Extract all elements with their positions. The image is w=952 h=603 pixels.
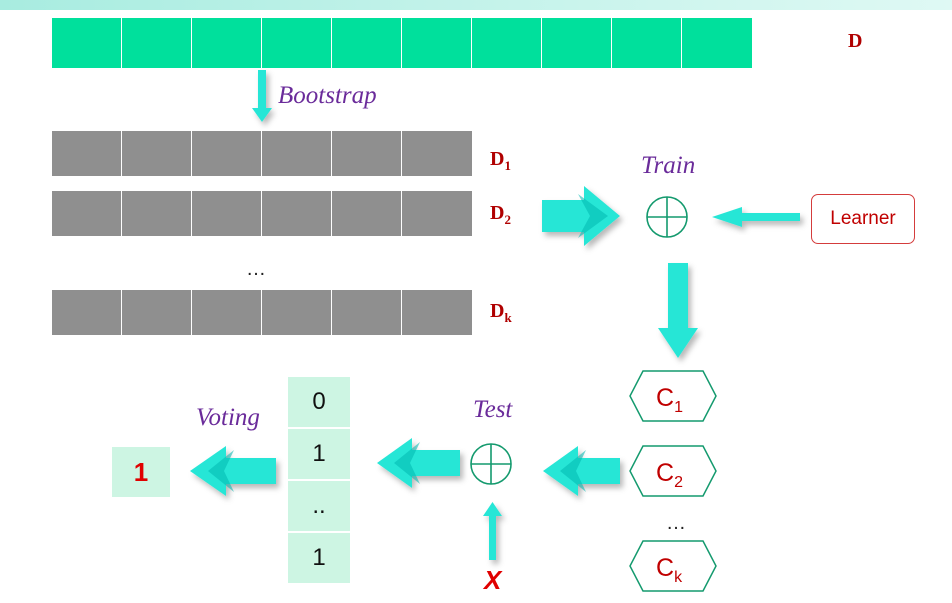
samples-to-train-arrow xyxy=(542,186,620,246)
learner-label: Learner xyxy=(830,208,896,229)
sample-label-k: Dk xyxy=(490,300,512,326)
dataset-cell xyxy=(122,18,192,68)
vote-cell: .. xyxy=(288,481,350,531)
vote-result: 1 xyxy=(112,447,170,497)
train-label: Train xyxy=(641,152,696,179)
classifiers-to-test-arrow xyxy=(543,446,620,496)
classifiers-ellipsis: … xyxy=(666,512,686,534)
sample-label-1: D1 xyxy=(490,148,511,174)
sample-cell xyxy=(402,290,472,335)
vote-column: 0 1 .. 1 xyxy=(288,377,350,585)
samples-ellipsis: … xyxy=(246,258,266,280)
top-banner xyxy=(0,0,952,10)
votes-to-result-chevron xyxy=(208,450,234,492)
sample-cell xyxy=(52,131,122,176)
sample-cell xyxy=(52,290,122,335)
dataset-cell xyxy=(332,18,402,68)
bootstrap-label: Bootstrap xyxy=(278,82,377,109)
train-to-classifiers-arrow xyxy=(658,263,698,358)
dataset-cell xyxy=(402,18,472,68)
sample-label-sub: k xyxy=(504,310,512,325)
sample-strip-2 xyxy=(52,191,472,236)
sample-label-name: D xyxy=(490,148,505,170)
sample-label-2: D2 xyxy=(490,202,511,228)
test-label: Test xyxy=(473,396,513,423)
classifier-1-hexagon xyxy=(629,370,717,422)
vote-cell: 1 xyxy=(288,429,350,479)
classifiers-to-test-chevron xyxy=(560,450,586,492)
sample-cell xyxy=(192,191,262,236)
classifier-k-hexagon xyxy=(629,540,717,592)
classifier-1-label: C1 xyxy=(656,384,683,416)
sample-cell xyxy=(192,290,262,335)
train-combiner-icon xyxy=(646,196,688,238)
samples-to-train-chevron xyxy=(578,194,608,238)
sample-strip-1 xyxy=(52,131,472,176)
vote-cell: 0 xyxy=(288,377,350,427)
dataset-strip xyxy=(52,18,752,68)
sample-cell xyxy=(122,131,192,176)
voting-label: Voting xyxy=(196,404,260,431)
test-combiner-icon xyxy=(470,443,512,485)
sample-cell xyxy=(332,191,402,236)
sample-label-sub: 1 xyxy=(504,158,511,173)
sample-cell xyxy=(402,191,472,236)
sample-cell xyxy=(262,191,332,236)
vote-cell: 1 xyxy=(288,533,350,583)
dataset-cell xyxy=(472,18,542,68)
sample-label-sub: 2 xyxy=(504,212,511,227)
test-to-votes-chevron xyxy=(394,442,420,484)
input-x-label: X xyxy=(484,565,502,595)
sample-cell xyxy=(262,290,332,335)
sample-cell xyxy=(262,131,332,176)
sample-cell xyxy=(402,131,472,176)
bootstrap-arrow xyxy=(252,70,272,122)
sample-label-name: D xyxy=(490,300,505,322)
learner-box: Learner xyxy=(811,194,915,244)
dataset-cell xyxy=(192,18,262,68)
dataset-cell xyxy=(52,18,122,68)
classifier-2-label: C2 xyxy=(656,459,683,491)
input-to-test-arrow xyxy=(483,502,502,560)
sample-cell xyxy=(332,131,402,176)
sample-label-name: D xyxy=(490,202,505,224)
sample-cell xyxy=(52,191,122,236)
sample-strip-k xyxy=(52,290,472,335)
dataset-cell xyxy=(682,18,752,68)
votes-to-result-arrow xyxy=(190,446,276,496)
sample-cell xyxy=(332,290,402,335)
learner-to-train-arrow xyxy=(712,207,800,227)
classifier-k-label: Ck xyxy=(656,554,683,586)
sample-cell xyxy=(192,131,262,176)
test-to-votes-arrow xyxy=(377,438,460,488)
classifier-2-hexagon xyxy=(629,445,717,497)
dataset-cell xyxy=(262,18,332,68)
dataset-cell xyxy=(542,18,612,68)
dataset-cell xyxy=(612,18,682,68)
dataset-label: D xyxy=(848,30,863,52)
sample-cell xyxy=(122,191,192,236)
sample-cell xyxy=(122,290,192,335)
